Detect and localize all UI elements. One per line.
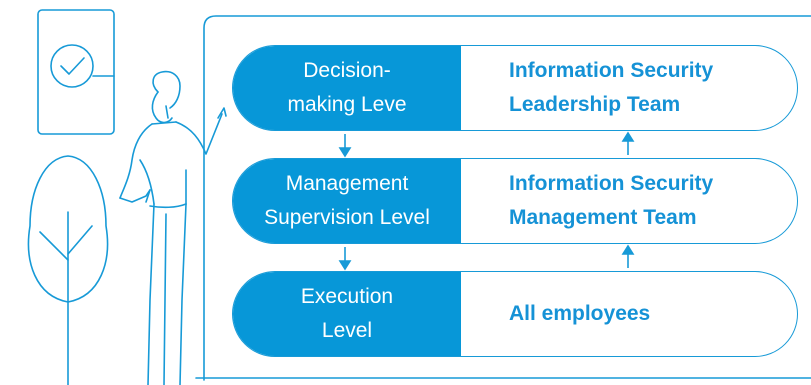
- team-label-employees: All employees: [509, 302, 651, 325]
- tree-icon: [27, 155, 109, 385]
- up-arrowhead-2: [621, 244, 635, 255]
- hierarchy-row-management: Management Supervision Level Information…: [232, 158, 798, 244]
- hierarchy-row-execution: Execution Level All employees: [232, 271, 798, 357]
- presentation-board: [203, 15, 811, 381]
- level-label-decision: Decision- making Leve: [233, 46, 461, 130]
- team-label-management: Information Security Management Team: [509, 172, 714, 229]
- team-label-leadership: Information Security Leadership Team: [509, 59, 714, 116]
- down-arrowhead-2: [338, 260, 352, 271]
- level-label-management: Management Supervision Level: [233, 159, 461, 243]
- woman-presenter-icon: [119, 70, 227, 385]
- wall-panel: [37, 9, 115, 135]
- check-circle-icon: [50, 44, 115, 88]
- up-arrowhead-1: [621, 131, 635, 142]
- hierarchy-row-decision: Decision- making Leve Information Securi…: [232, 45, 798, 131]
- level-label-execution: Execution Level: [233, 272, 461, 356]
- down-arrowhead-1: [338, 147, 352, 158]
